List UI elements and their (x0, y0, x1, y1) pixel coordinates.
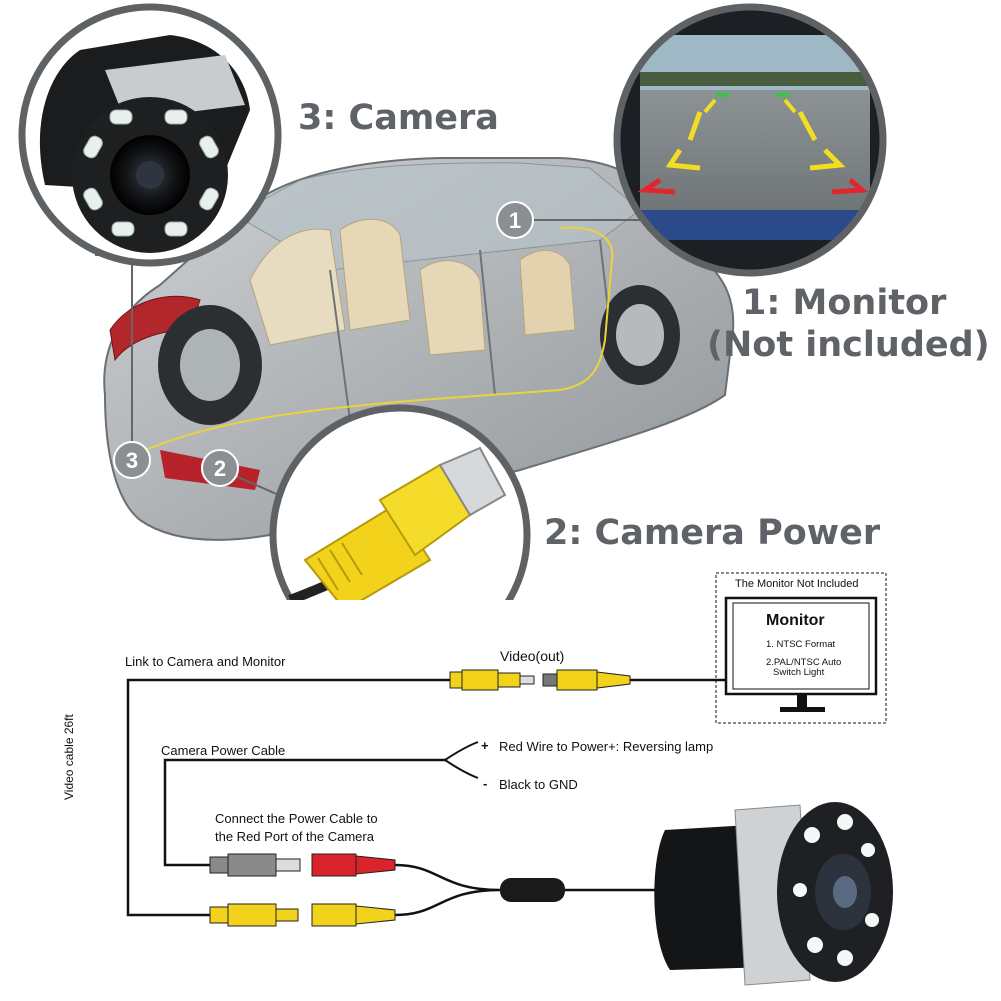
power-plug-red (311, 853, 396, 877)
rca-closeup (269, 404, 531, 600)
red-wire-label: Red Wire to Power+: Reversing lamp (499, 739, 714, 754)
video-out-connector-right (542, 669, 631, 691)
connect-note-line2: the Red Port of the Camera (215, 829, 374, 844)
monitor-box (715, 572, 887, 724)
inline-module (500, 878, 565, 902)
monitor-box-caption: The Monitor Not Included (735, 578, 859, 590)
connect-note-line1: Connect the Power Cable to (215, 811, 378, 826)
link-label: Link to Camera and Monitor (125, 654, 286, 669)
video-out-label: Video(out) (500, 648, 565, 664)
monitor-box-item2-line2: Switch Light (773, 667, 825, 678)
monitor-box-title: Monitor (766, 612, 825, 629)
black-wire-sign: - (483, 776, 488, 791)
power-cable-label: Camera Power Cable (161, 743, 286, 758)
marker-1-label: 1 (509, 208, 521, 233)
wiring-diagram (126, 572, 893, 986)
video-plug-yellow-left (209, 903, 299, 927)
marker-1: 1 (496, 201, 534, 239)
black-wire-label: Black to GND (499, 777, 578, 792)
callout-camera: 3: Camera (298, 98, 499, 138)
power-plug-gray (209, 853, 301, 877)
camera-closeup (18, 3, 282, 267)
red-wire-sign: + (481, 738, 489, 753)
video-cable-label: Video cable 26ft (62, 714, 76, 800)
marker-2: 2 (201, 449, 239, 487)
camera-device (654, 802, 893, 986)
car-illustration: 1 2 3 (18, 3, 887, 600)
monitor-box-item2-line1: 2.PAL/NTSC Auto (766, 657, 842, 668)
monitor-box-item1: 1. NTSC Format (766, 639, 836, 650)
marker-3: 3 (113, 441, 151, 479)
video-out-connector-left (449, 669, 535, 691)
car-body (103, 157, 735, 541)
monitor-view (613, 3, 887, 277)
video-plug-yellow-right (311, 903, 396, 927)
callout-camera-power: 2: Camera Power (544, 513, 881, 553)
callout-monitor-note: (Not included) (707, 325, 990, 365)
marker-2-label: 2 (214, 456, 226, 481)
marker-3-label: 3 (126, 448, 138, 473)
callout-monitor: 1: Monitor (742, 283, 947, 323)
